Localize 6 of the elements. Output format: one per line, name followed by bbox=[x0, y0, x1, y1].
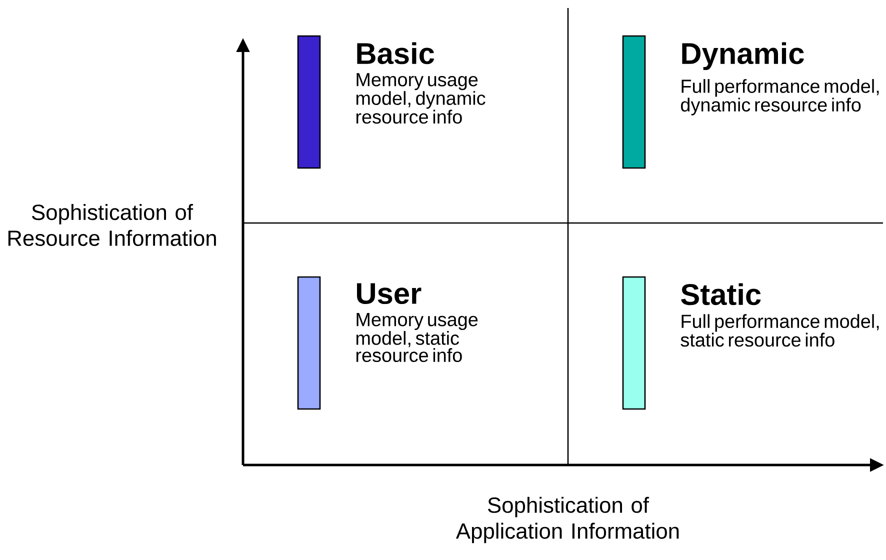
quadrant-text: Basic Memory usage model, dynamic resource info bbox=[356, 42, 486, 124]
quadrant-text: Dynamic Full performance model, dynamic resource info bbox=[681, 42, 879, 116]
axis-title: Sophistication of Resource Information bbox=[8, 204, 216, 246]
axis-title: Sophistication of Application Information bbox=[456, 496, 679, 544]
quadrant-text: User Memory usage model, static resource info bbox=[356, 283, 478, 362]
quadrant-text: Static Full performance model, static resource info bbox=[680, 283, 879, 347]
